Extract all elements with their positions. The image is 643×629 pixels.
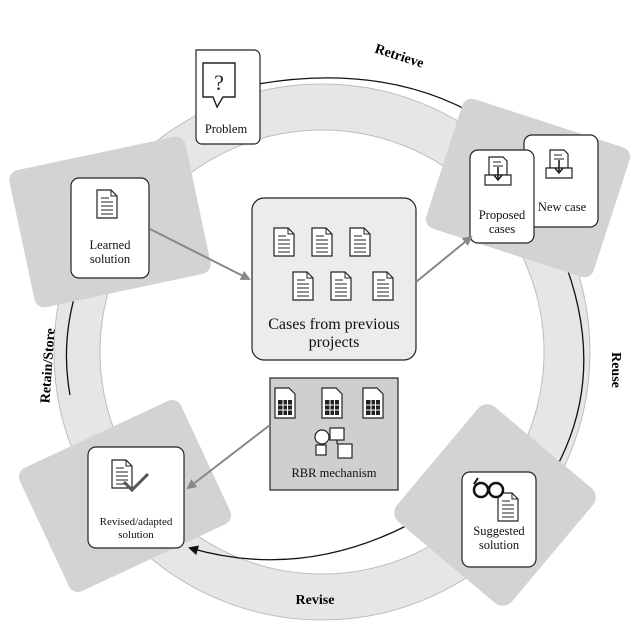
new-case-label: New case (537, 200, 587, 214)
problem-label: Problem (204, 122, 248, 136)
new-case-tray-icon (545, 149, 573, 179)
document-icon (96, 189, 118, 219)
flow-arrows (149, 228, 473, 490)
rbr-label: RBR mechanism (291, 466, 377, 480)
svg-text:?: ? (214, 70, 224, 95)
glasses-document-icon (472, 477, 519, 522)
learned-box (70, 177, 150, 279)
cycle-ring (53, 83, 591, 621)
reuse-label: Reuse (608, 352, 623, 388)
revise-label: Revise (296, 593, 335, 608)
retain-label: Retain/Store (38, 328, 58, 404)
mechanism-icon (314, 427, 353, 459)
revise-arrow (188, 524, 409, 561)
learned-solution-label: Learned solution (89, 238, 131, 267)
case-base-label: Cases from previous projects (268, 316, 400, 352)
suggested-solution-label: Suggested solution (473, 524, 525, 553)
proposed-box (469, 149, 535, 244)
question-bubble-icon: ? (202, 62, 236, 109)
retrieve-label: Retrieve (373, 42, 426, 72)
revised-solution-label: Revised/adapted solution (99, 516, 173, 541)
proposed-cases-label: Proposed cases (478, 208, 526, 237)
reuse-arrow (554, 249, 585, 472)
proposed-tray-icon (484, 156, 512, 186)
checked-document-icon (111, 459, 150, 493)
spreadsheet-icons (274, 387, 384, 419)
